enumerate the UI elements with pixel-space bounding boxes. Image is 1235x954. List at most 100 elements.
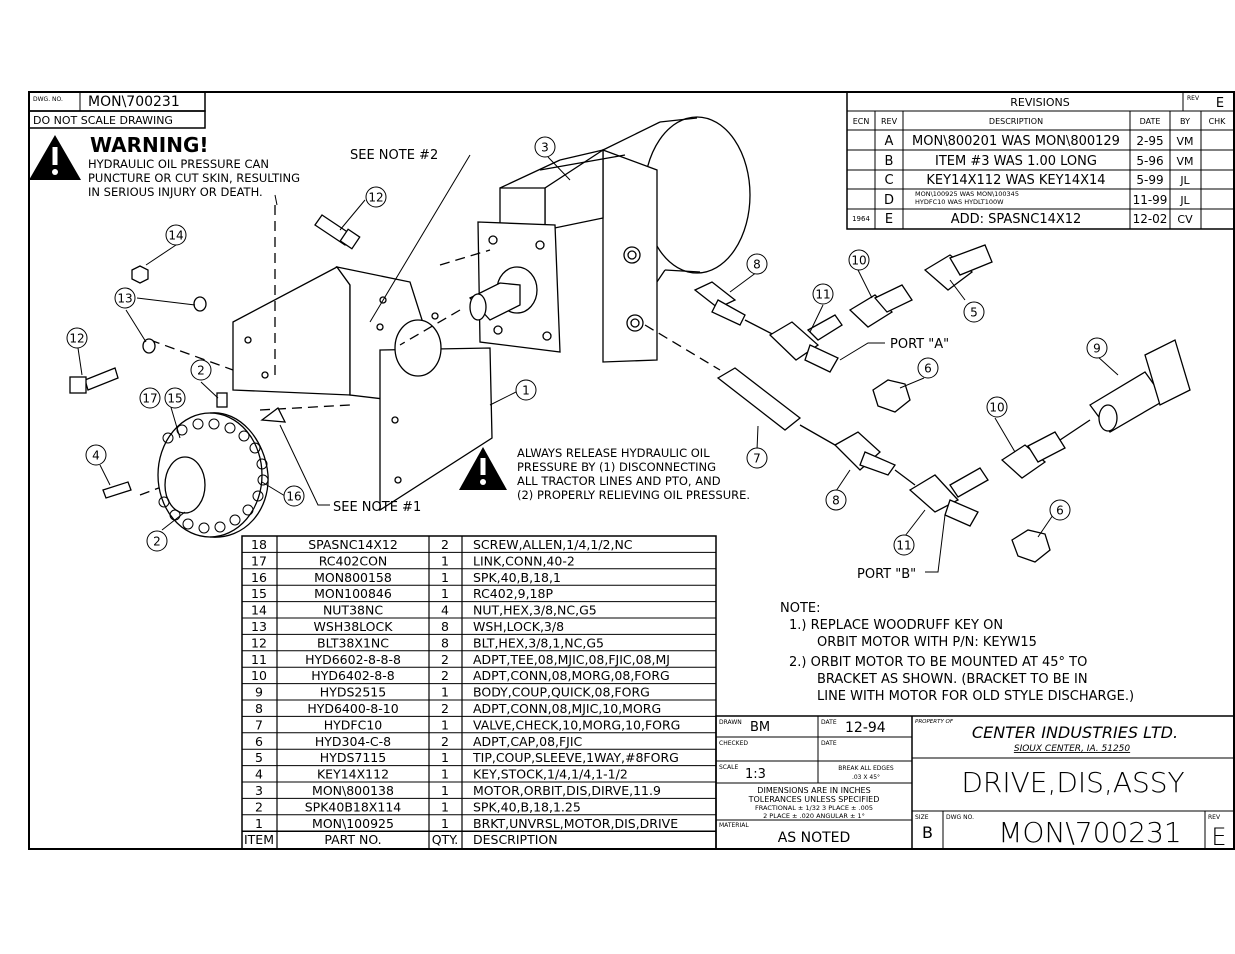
rev-date: 5-96 (1136, 154, 1163, 168)
cap-6-bottom (1011, 529, 1051, 563)
bom-desc: ADPT,CAP,08,FJIC (473, 734, 583, 749)
balloon-number: 3 (541, 141, 549, 155)
warning-triangle-icon (29, 135, 81, 180)
bom-desc: ADPT,TEE,08,MJIC,08,FJIC,08,MJ (473, 652, 670, 667)
balloon-number: 6 (924, 362, 932, 376)
bom-item: 1 (255, 816, 263, 831)
item-balloon: 2 (190, 359, 212, 381)
balloon-number: 12 (368, 191, 383, 205)
bom-part: SPK40B18X114 (305, 799, 402, 814)
revisions-current-rev: E (1216, 96, 1224, 111)
rev-letter: B (885, 154, 894, 169)
tee-11-bottom (908, 467, 989, 527)
bom-qty: 2 (441, 668, 449, 683)
bom-desc: RC402,9,18P (473, 586, 553, 601)
bom-desc: NUT,HEX,3/8,NC,G5 (473, 603, 597, 618)
note-line-1: 1.) REPLACE WOODRUFF KEY ON (789, 618, 1003, 633)
rev-letter: A (885, 134, 894, 149)
revisions-header-cell: ECN (853, 117, 870, 126)
material-value: AS NOTED (778, 830, 851, 846)
bom-qty: 1 (441, 553, 449, 568)
balloon-number: 2 (153, 535, 161, 549)
item-balloon: 16 (283, 485, 305, 507)
bom-part: HYD6402-8-8 (311, 668, 394, 683)
bom-qty: 1 (441, 750, 449, 765)
rev-by: VM (1176, 155, 1193, 168)
bom-item: 2 (255, 799, 263, 814)
drawn-by: BM (750, 720, 770, 735)
dwg-no-label-bottom: DWG NO. (946, 814, 974, 821)
bom-item: 14 (251, 603, 267, 618)
item-balloon: 3 (534, 136, 556, 158)
bom-qty: 1 (441, 586, 449, 601)
rev-date: 12-02 (1133, 212, 1168, 226)
dim-line-3: FRACTIONAL ± 1/32 3 PLACE ± .005 (755, 804, 873, 812)
warning-heading: WARNING! (90, 133, 209, 157)
item-balloon: 13 (114, 287, 136, 309)
balloon-number: 6 (1056, 504, 1064, 518)
bom-item: 5 (255, 750, 263, 765)
revisions-header-cell: REV (881, 117, 898, 126)
company-name: CENTER INDUSTRIES LTD. (972, 723, 1178, 742)
bom-header-cell: QTY. (432, 832, 459, 847)
warning-line-2: PUNCTURE OR CUT SKIN, RESULTING (88, 171, 300, 185)
balloon-number: 12 (69, 332, 84, 346)
rev-desc: ITEM #3 WAS 1.00 LONG (935, 154, 1097, 169)
item-balloon: 6 (1049, 499, 1071, 521)
balloon-number: 10 (851, 254, 866, 268)
warning-line-3: IN SERIOUS INJURY OR DEATH. (88, 185, 263, 199)
break-edges-2: .03 X 45° (852, 774, 880, 781)
rev-desc: MON\800201 WAS MON\800129 (912, 134, 1120, 149)
rev-label-bottom: REV (1208, 814, 1221, 821)
bom-qty: 1 (441, 783, 449, 798)
bom-item: 18 (251, 537, 267, 552)
item-balloon: 9 (1086, 337, 1108, 359)
bom-header-cell: ITEM (244, 832, 274, 847)
balloon-number: 1 (522, 384, 530, 398)
scale-value: 1:3 (745, 767, 766, 782)
bom-qty: 8 (441, 635, 449, 650)
bom-part: SPASNC14X12 (308, 537, 398, 552)
bom-item: 8 (255, 701, 263, 716)
bom-item: 10 (251, 668, 267, 683)
bom-desc: TIP,COUP,SLEEVE,1WAY,#8FORG (472, 750, 679, 765)
balloon-number: 8 (753, 258, 761, 272)
rev-date: 2-95 (1136, 134, 1163, 148)
bom-item: 13 (251, 619, 267, 634)
rev-ecn: 1964 (852, 215, 870, 223)
balloon-number: 4 (92, 449, 100, 463)
item-balloon: 10 (986, 396, 1008, 418)
rev-value-bottom: E (1211, 823, 1226, 851)
port-b-label: PORT "B" (857, 567, 916, 582)
balloon-number: 2 (197, 364, 205, 378)
bom-desc: BRKT,UNVRSL,MOTOR,DIS,DRIVE (473, 816, 678, 831)
drawing-title: DRIVE,DIS,ASSY (961, 766, 1184, 799)
bom-item: 9 (255, 685, 263, 700)
orbit-motor (468, 116, 751, 363)
bom-qty: 8 (441, 619, 449, 634)
bom-part: WSH38LOCK (314, 619, 394, 634)
fitting-8-bottom (833, 431, 896, 476)
bom-part: NUT38NC (323, 603, 383, 618)
item-balloon: 5 (963, 301, 985, 323)
bracket (232, 266, 493, 512)
assembly-drawing (69, 116, 1191, 563)
bom-qty: 2 (441, 537, 449, 552)
bom-qty: 2 (441, 701, 449, 716)
title-block: DRAWN BM DATE 12-94 CHECKED DATE SCALE 1… (715, 715, 1235, 851)
balloon-number: 14 (168, 229, 183, 243)
rev-by: CV (1177, 213, 1193, 226)
bom-desc: SCREW,ALLEN,1/4,1/2,NC (473, 537, 633, 552)
bom-desc: ADPT,CONN,08,MORG,08,FORG (473, 668, 670, 683)
washer-2 (142, 338, 156, 354)
key (102, 481, 132, 499)
revisions-header-cell: BY (1180, 117, 1190, 126)
bom-part: HYD304-C-8 (315, 734, 391, 749)
note-line-4: BRACKET AS SHOWN. (BRACKET TO BE IN (817, 672, 1088, 687)
bom-desc: BODY,COUP,QUICK,08,FORG (473, 685, 650, 700)
warning-line-1: HYDRAULIC OIL PRESSURE CAN (88, 157, 269, 171)
